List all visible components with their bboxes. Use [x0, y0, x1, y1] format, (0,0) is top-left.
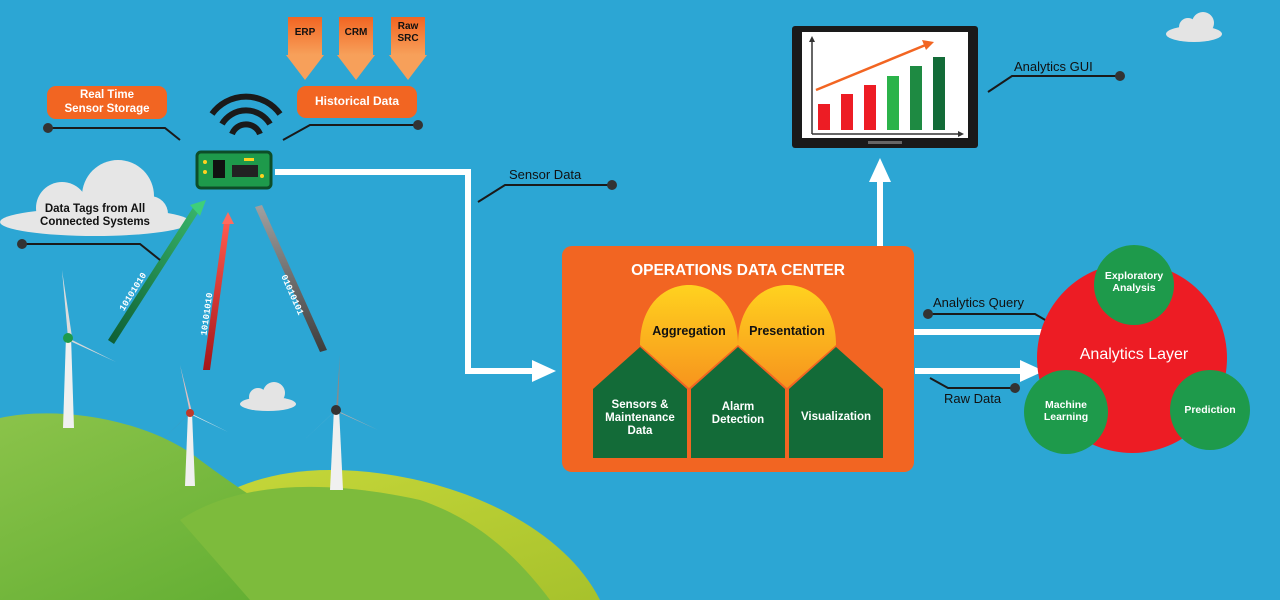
real-time-storage-box: Real Time Sensor Storage [47, 86, 167, 119]
cloud-data-tags-icon [0, 160, 190, 236]
historical-data-label: Historical Data [314, 94, 400, 109]
machine-learning-label: Machine Learning [1026, 399, 1106, 423]
wind-turbine-right-icon [302, 355, 378, 490]
sensors-line1: Sensors & [611, 399, 669, 411]
visualization-house [789, 347, 883, 458]
gui-flow-arrowhead [869, 158, 891, 182]
cloud-small-icon [240, 382, 296, 411]
presentation-label: Presentation [749, 324, 825, 338]
crm-label: CRM [344, 27, 368, 38]
red-beam-arrowhead [222, 212, 234, 224]
red-data-beam [203, 222, 230, 370]
aggregation-label: Aggregation [652, 324, 726, 338]
data-tags-line2: Connected Systems [40, 216, 150, 229]
visualization-label: Visualization [800, 411, 872, 423]
analytics-monitor-icon [792, 26, 978, 148]
exploratory-line2: Analysis [1112, 282, 1156, 295]
data-tags-line1: Data Tags from All [44, 203, 146, 215]
green-beam-arrowhead [190, 200, 206, 216]
real-time-label-line1: Real Time [79, 89, 135, 102]
erp-arrow-icon [286, 17, 324, 80]
middle-hill [180, 486, 550, 600]
prediction-label: Prediction [1184, 404, 1236, 416]
raw-data-label: Raw Data [944, 391, 1002, 406]
aggregation-arc [640, 285, 738, 388]
sensor-device-icon [195, 93, 283, 190]
sensors-house [593, 347, 687, 458]
green-data-beam [108, 206, 200, 344]
analytics-layer-graphic [1024, 245, 1250, 454]
data-tags-label: Data Tags from All Connected Systems [20, 203, 170, 229]
erp-label: ERP [294, 27, 316, 38]
gray-data-beam [255, 205, 327, 352]
sensors-maintenance-label: Sensors & Maintenance Data [593, 399, 687, 439]
sensors-line3: Data [627, 425, 653, 438]
machine-line1: Machine [1044, 399, 1087, 411]
exploratory-line1: Exploratory [1104, 270, 1164, 282]
wind-turbine-left-icon [30, 270, 116, 428]
analytics-query-label: Analytics Query [933, 295, 1025, 310]
presentation-arc [738, 285, 836, 388]
real-time-label-line2: Sensor Storage [64, 102, 150, 115]
sensor-flow-arrowhead [532, 360, 556, 382]
raw-src-label: Raw SRC [391, 21, 425, 44]
analytics-gui-label: Analytics GUI [1014, 59, 1093, 74]
wind-turbine-middle-icon [160, 365, 228, 486]
crm-arrow-icon [337, 17, 375, 80]
raw-data-arrowhead [1020, 360, 1044, 382]
raw-src-arrow-icon [389, 17, 427, 80]
alarm-line2: Detection [711, 414, 765, 427]
leader-dots [17, 71, 1125, 393]
alarm-line1: Alarm [721, 401, 755, 413]
historical-data-box: Historical Data [297, 86, 417, 118]
alarm-detection-label: Alarm Detection [691, 401, 785, 427]
cloud-top-right-icon [1166, 12, 1222, 42]
machine-line2: Learning [1043, 411, 1089, 424]
ops-center-title: OPERATIONS DATA CENTER [631, 262, 845, 279]
exploratory-analysis-label: Exploratory Analysis [1094, 270, 1174, 294]
alarm-house [691, 347, 785, 458]
analytics-layer-title: Analytics Layer [1079, 346, 1189, 363]
raw-src-label-line2: SRC [397, 32, 419, 44]
raw-src-label-line1: Raw [397, 21, 419, 32]
sensor-data-label: Sensor Data [509, 167, 582, 182]
sensors-line2: Maintenance [605, 412, 675, 425]
